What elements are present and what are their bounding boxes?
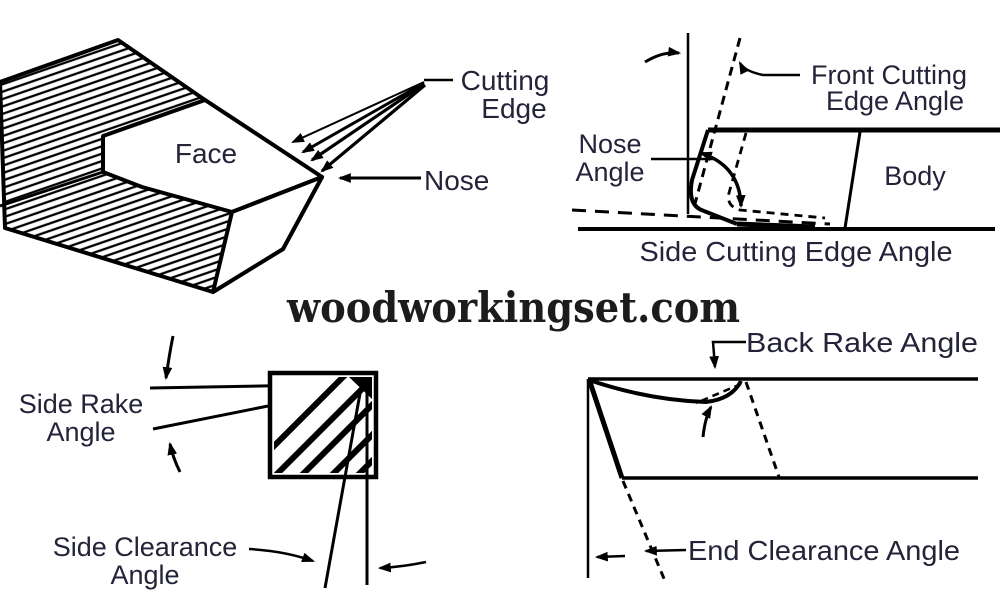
back-rake-angle-label: Back Rake Angle [746,327,978,358]
cutting-edge-arrow-4 [320,83,427,173]
vertical-line-left-arrow [594,551,626,562]
back-rake-dashed-reference [695,382,742,405]
watermark-text: woodworkingset.com [286,283,740,332]
front-cutting-edge-angle-label-line1: Front Cutting [811,60,967,90]
side-rake-angle-label-line2: Angle [46,417,115,447]
side-clearance-leader-arrow [248,547,316,563]
front-cutting-edge-angle-label-line2: Edge Angle [826,86,964,116]
side-clearance-angle-label-line1: Side Clearance [53,532,238,562]
front-cutting-edge-angle-leader [738,61,800,77]
side-rake-up-arrow [167,441,182,473]
side-cutting-edge-angle-label: Side Cutting Edge Angle [640,236,953,267]
vertical-line-left-arrow [377,560,427,573]
bottom-edge-thick [736,221,816,230]
vertical-line-arrow [644,46,682,64]
cutting-edge-label-line2: Edge [481,93,546,124]
end-clearance-dashed-line [621,480,667,582]
side-clearance-angle-label-line2: Angle [110,560,179,590]
nose-angle-label-line1: Nose [578,129,641,159]
end-clearance-leader-arrow [643,545,687,556]
section-hatching [274,377,372,473]
nose-angle-label-line2: Angle [575,157,644,187]
side-view: Back Rake Angle End Clearance Angle [586,327,978,582]
end-view: Side Rake Angle Side Clearance Angle [19,335,427,590]
heel-line [843,131,862,229]
side-edge-dashed-reference [571,208,831,226]
rake-up-arrow [701,405,713,438]
cutting-edge-arrow-3 [310,82,425,162]
side-rake-line [152,404,269,431]
end-clearance-angle-label: End Clearance Angle [688,535,960,566]
tool-end-flank [211,175,324,294]
perspective-view: Face Cutting Edge Nose [0,38,550,294]
cutting-edge-arrow-2 [301,81,425,154]
rake-face-curve [588,378,743,405]
body-label: Body [884,161,946,191]
front-ridge-line [0,170,104,208]
top-view: Front Cutting Edge Angle Nose Angle Body… [571,33,1000,267]
front-cutting-edge-dashed [691,37,742,212]
side-clearance-line [323,387,363,589]
front-flank-edge [586,378,625,479]
nose-inner-dashed [727,132,826,220]
face-label: Face [175,138,237,169]
heel-dashed-line [744,381,781,478]
cutting-edge-label-line1: Cutting [461,65,550,96]
nose-angle-arc [698,151,746,209]
side-rake-down-arrow [162,335,175,381]
nose-label: Nose [424,165,489,196]
cutting-edge-arrow-1 [291,81,425,143]
front-edge-outline [688,129,738,226]
back-rake-leader-arrow [709,340,746,370]
side-rake-angle-label-line1: Side Rake [19,389,144,419]
